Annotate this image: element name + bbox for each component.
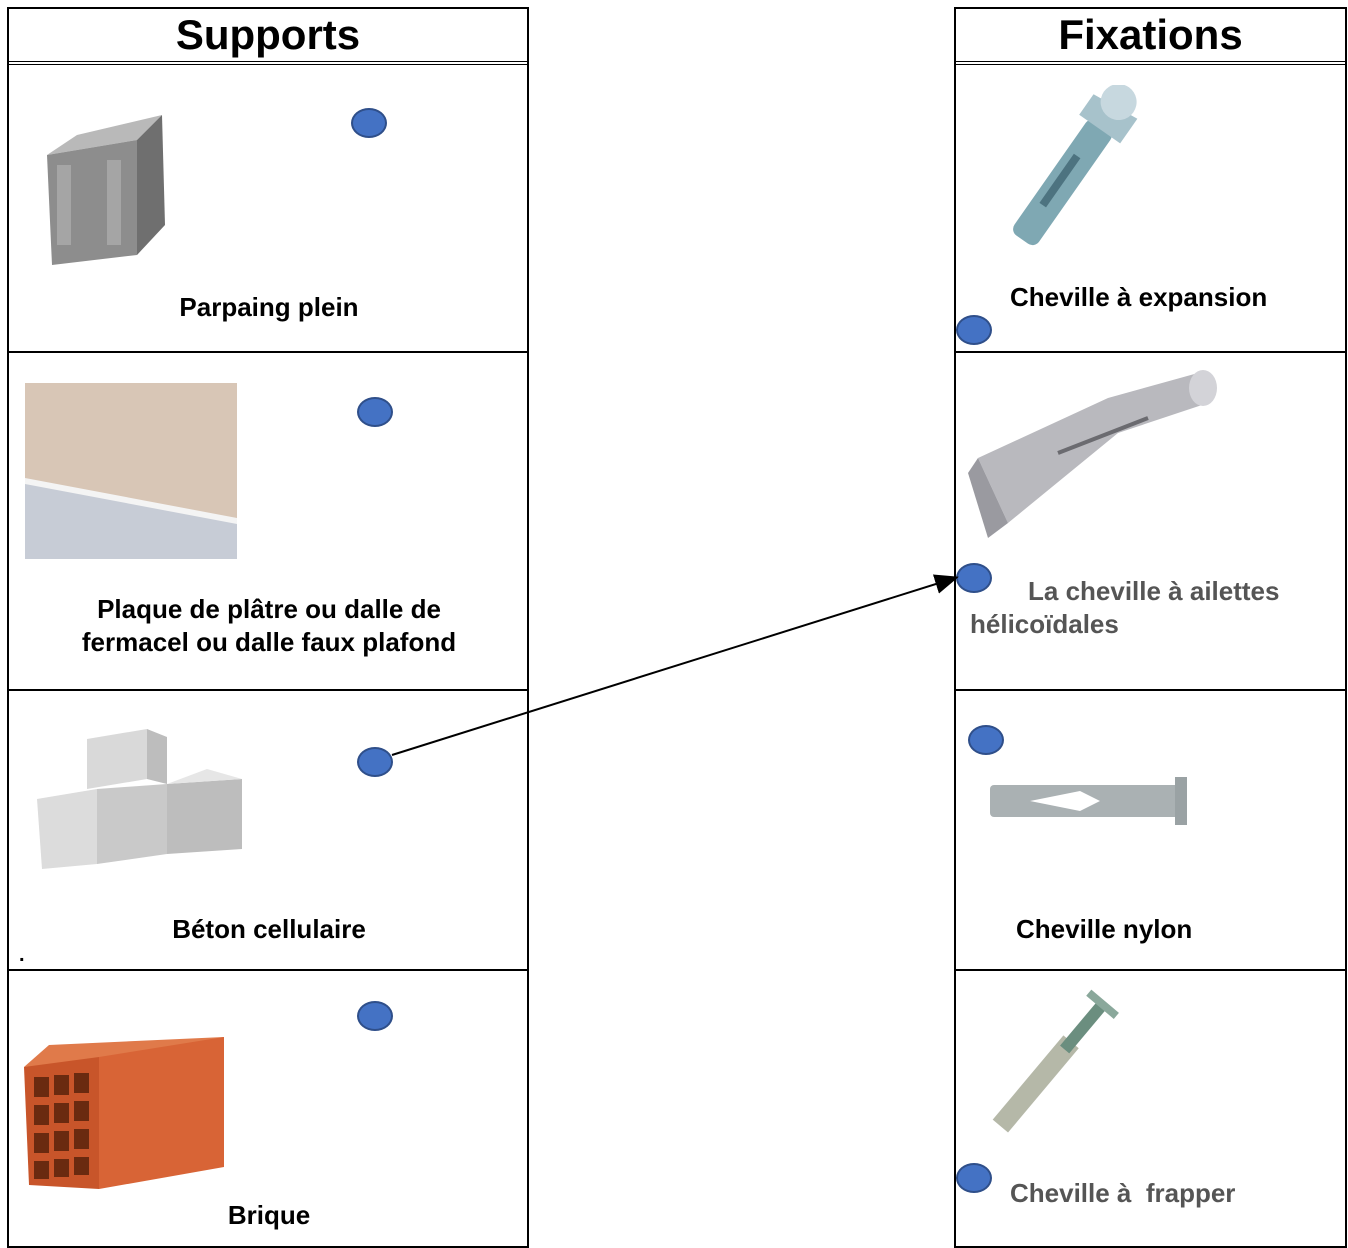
support-label-parpaing: Parpaing plein [179, 292, 359, 322]
support-row-brique: Brique [9, 971, 527, 1248]
fixation-row-nylon: Cheville nylon [956, 691, 1345, 971]
support-label-plaque: Plaque de plâtre ou dalle de fermacel ou… [81, 594, 457, 657]
fixation-row-ailettes: La cheville à ailettes hélicoïdales [956, 353, 1345, 691]
spiral-wing-anchor-image [968, 363, 1228, 538]
fixation-dot-expansion[interactable] [956, 315, 992, 345]
fixation-label-nylon: Cheville nylon [1016, 914, 1193, 944]
fixations-table: Fixations Cheville à expansion [954, 7, 1347, 1248]
fixation-dot-nylon[interactable] [968, 725, 1004, 755]
support-row-plaque: Plaque de plâtre ou dalle de fermacel ou… [9, 353, 527, 691]
supports-table: Supports Parpaing plein Plaque de plâtre… [7, 7, 529, 1248]
stray-mark: . [19, 944, 25, 966]
support-dot-brique[interactable] [357, 1001, 393, 1031]
expansion-anchor-image [976, 85, 1166, 250]
fixations-header: Fixations [956, 9, 1345, 65]
nylon-anchor-image [990, 773, 1190, 829]
support-row-beton: Béton cellulaire . [9, 691, 527, 971]
support-dot-parpaing[interactable] [351, 108, 387, 138]
support-dot-beton[interactable] [357, 747, 393, 777]
plasterboard-image [25, 383, 237, 559]
aerated-concrete-image [37, 729, 249, 869]
fixation-row-expansion: Cheville à expansion [956, 65, 1345, 353]
support-dot-plaque[interactable] [357, 397, 393, 427]
fixation-dot-frapper[interactable] [956, 1163, 992, 1193]
supports-header: Supports [9, 9, 527, 65]
support-row-parpaing: Parpaing plein [9, 65, 527, 353]
fixation-label-frapper: Cheville à frapper [1010, 1178, 1236, 1208]
support-label-brique: Brique [227, 1200, 311, 1230]
fixation-label-expansion: Cheville à expansion [1010, 282, 1268, 312]
support-label-beton: Béton cellulaire [172, 914, 366, 944]
hammer-anchor-image [970, 981, 1140, 1141]
fixation-dot-ailettes[interactable] [956, 563, 992, 593]
fixation-label-ailettes: La cheville à ailettes hélicoïdales [970, 576, 1280, 639]
cinder-block-image [37, 105, 177, 270]
fixation-row-frapper: Cheville à frapper [956, 971, 1345, 1248]
brick-image [24, 1027, 224, 1189]
connection-line [391, 574, 959, 756]
